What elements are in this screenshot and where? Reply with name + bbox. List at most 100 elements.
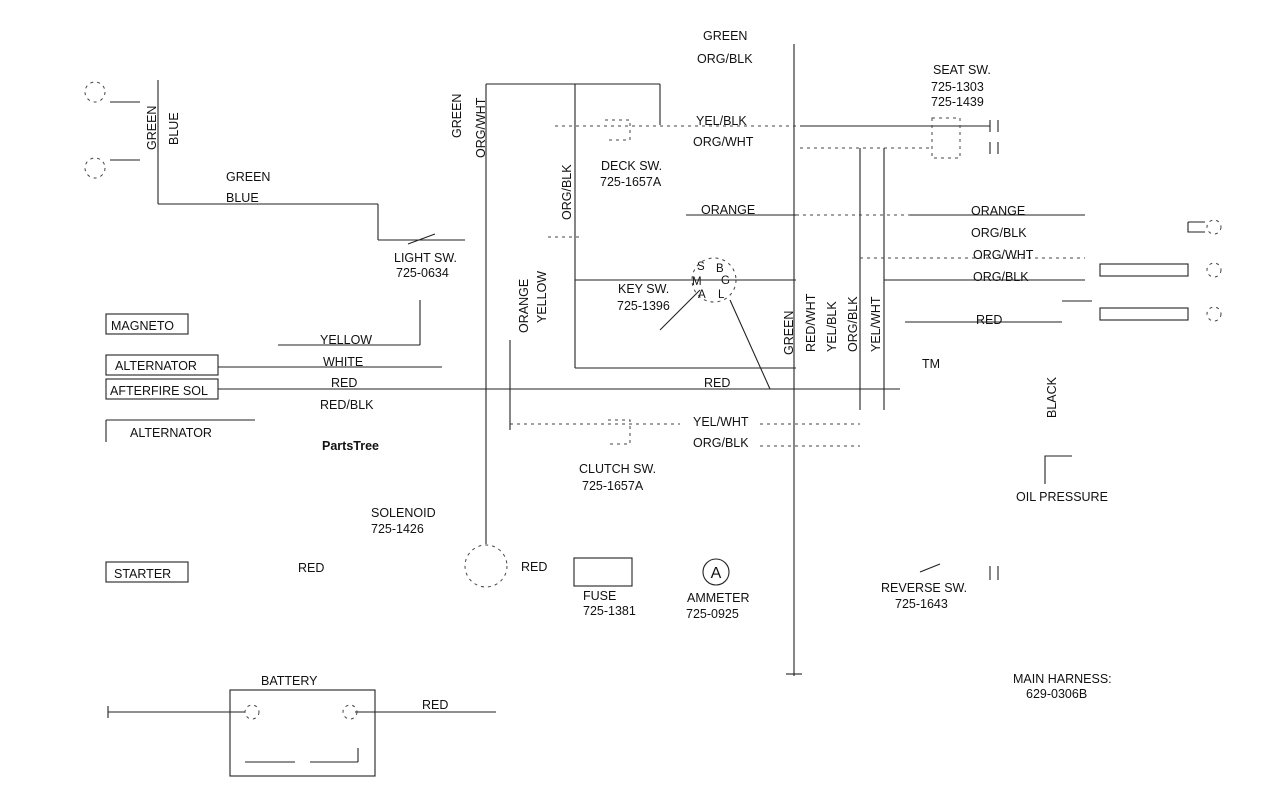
solenoid-part: 725-1426 [371,522,424,536]
key-sw-part: 725-1396 [617,299,670,313]
label-black-v: BLACK [1045,376,1059,418]
key-terminal-g: G [721,275,730,287]
light-sw-name: LIGHT SW. [394,251,457,265]
watermark-text: PartsTree [322,439,379,453]
label-orgwht-h: ORG/WHT [693,135,754,149]
label-orange-right: ORANGE [971,204,1025,218]
ammeter-part: 725-0925 [686,607,739,621]
oil-pressure-label: OIL PRESSURE [1016,490,1108,504]
clutch-switch-symbol [608,419,631,445]
label-yelwht-v: YEL/WHT [869,296,883,352]
light-sw-part: 725-0634 [396,266,449,280]
deck-switch-symbol [605,119,631,141]
label-green-h: GREEN [226,170,270,184]
label-orgblk-h2: ORG/BLK [693,436,749,450]
reverse-switch-contact [919,563,941,573]
main-harness-name: MAIN HARNESS: [1013,672,1112,686]
label-orange-h: ORANGE [701,203,755,217]
watermark-tm: TM [922,357,940,371]
deck-sw-part: 725-1657A [600,175,662,189]
key-terminal-b: B [716,263,724,275]
label-orgblk-v-deck: ORG/BLK [560,164,574,220]
label-orgblk-top: ORG/BLK [697,52,753,66]
label-blue-h: BLUE [226,191,259,205]
deck-sw-name: DECK SW. [601,159,662,173]
battery-label: BATTERY [261,674,318,688]
seat-sw-part1: 725-1303 [931,80,984,94]
starter-box [105,561,189,583]
label-red-battery: RED [422,698,448,712]
key-sw-name: KEY SW. [618,282,669,296]
ammeter-glyph: A [711,565,722,582]
seat-switch-box [931,117,961,159]
reverse-sw-part: 725-1643 [895,597,948,611]
main-harness-part: 629-0306B [1026,687,1087,701]
label-blue-v-left: BLUE [167,112,181,145]
label-yellow-h: YELLOW [320,333,372,347]
connector-ring-1 [1206,219,1222,235]
label-red-mid: RED [704,376,730,390]
starter-label: STARTER [114,567,171,581]
label-yelwht-h: YEL/WHT [693,415,749,429]
label-green-v-left: GREEN [145,106,159,150]
label-redblk-h: RED/BLK [320,398,374,412]
label-green-top: GREEN [703,29,747,43]
label-red-starter: RED [298,561,324,575]
label-redwht-v: RED/WHT [804,293,818,352]
label-green-v-mid: GREEN [450,94,464,138]
label-red-h: RED [331,376,357,390]
key-terminal-a: A [698,289,706,301]
connector-plug-2 [1099,307,1189,321]
label-yelblk-v: YEL/BLK [825,301,839,352]
magneto-label: MAGNETO [111,319,174,333]
label-red-right: RED [976,313,1002,327]
label-orgblk-v: ORG/BLK [846,296,860,352]
key-terminal-m: M [692,276,702,288]
key-m-wire [659,289,701,331]
clutch-sw-part: 725-1657A [582,479,644,493]
seat-sw-part2: 725-1439 [931,95,984,109]
label-orgblk-right2: ORG/BLK [973,270,1029,284]
battery-box [229,689,376,777]
alternator2-label: ALTERNATOR [130,426,212,440]
fuse-name: FUSE [583,589,616,603]
connector-ring-3 [1206,306,1222,322]
label-orgblk-right: ORG/BLK [971,226,1027,240]
oil-pressure-symbol [1044,455,1072,484]
label-orange-v: ORANGE [517,279,531,333]
label-red-solenoid: RED [521,560,547,574]
light-sw-contact [407,233,436,245]
connector-plug-1 [1099,263,1189,277]
battery-neg-terminal [244,704,260,720]
label-yellow-v: YELLOW [535,271,549,323]
fuse-part: 725-1381 [583,604,636,618]
afterfire-sol-box [105,378,219,400]
ammeter-name: AMMETER [687,591,750,605]
key-switch-body [691,257,737,303]
key-terminal-s: S [697,261,705,273]
key-terminal-l: L [718,289,725,301]
key-a-wire [729,299,771,390]
seat-sw-name: SEAT SW. [933,63,991,77]
connector-hook-1 [1187,221,1205,233]
alternator-label: ALTERNATOR [115,359,197,373]
ammeter-symbol [702,558,730,586]
solenoid-symbol [464,544,508,588]
label-yelblk-h: YEL/BLK [696,114,747,128]
battery-pos-terminal [342,704,358,720]
headlight-symbol-2 [84,157,106,179]
connector-ring-2 [1206,262,1222,278]
label-orgwht-right: ORG/WHT [973,248,1034,262]
label-white-h: WHITE [323,355,363,369]
reverse-sw-name: REVERSE SW. [881,581,967,595]
alternator-box [105,354,219,376]
label-orgwht-v-mid: ORG/WHT [474,97,488,158]
solenoid-name: SOLENOID [371,506,436,520]
fuse-box [573,557,633,587]
afterfire-sol-label: AFTERFIRE SOL [110,384,208,398]
magneto-box [105,313,189,335]
label-green-v-right: GREEN [782,311,796,355]
headlight-symbol-1 [84,81,106,103]
clutch-sw-name: CLUTCH SW. [579,462,656,476]
